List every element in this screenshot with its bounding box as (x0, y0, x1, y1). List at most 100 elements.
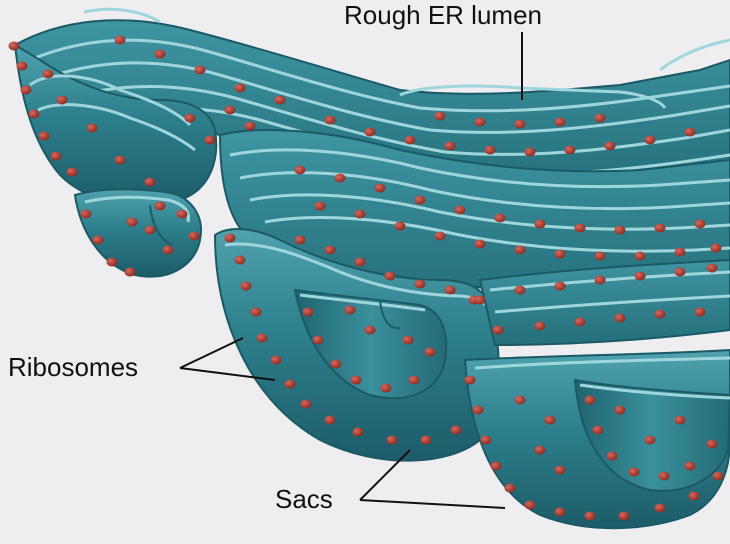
ribosome-dot (145, 226, 156, 235)
ribosome-dot (115, 36, 126, 45)
ribosome-dot (385, 272, 396, 281)
ribosome-dot (635, 272, 646, 281)
ribosome-dot (295, 166, 306, 175)
ribosome-dot (655, 310, 666, 319)
ribosome-dot (515, 120, 526, 129)
ribosome-dot (39, 132, 50, 141)
ribosome-dot (545, 416, 556, 425)
ribosome-dot (313, 336, 324, 345)
ribosome-dot (315, 202, 326, 211)
ribosome-dot (29, 110, 40, 119)
ribosome-dot (381, 384, 392, 393)
ribosome-dot (225, 106, 236, 115)
ribosome-dot (607, 452, 618, 461)
ribosome-dot (387, 436, 398, 445)
ribosome-dot (375, 184, 386, 193)
ribosome-dot (695, 308, 706, 317)
ribosome-dot (395, 222, 406, 231)
ribosome-dot (555, 118, 566, 127)
ribosome-dot (685, 128, 696, 137)
ribosome-dot (51, 152, 62, 161)
ribosome-dot (325, 116, 336, 125)
ribosome-dot (635, 252, 646, 261)
ribosome-dot (9, 42, 20, 51)
ribosome-dot (87, 124, 98, 133)
ribosome-dot (645, 436, 656, 445)
ribosome-dot (655, 224, 666, 233)
ribosome-dot (493, 326, 504, 335)
ribosome-dot (415, 196, 426, 205)
ribosome-dot (331, 360, 342, 369)
ribosome-dot (555, 466, 566, 475)
ribosome-dot (351, 376, 362, 385)
ribosome-dot (535, 446, 546, 455)
ribosome-dot (57, 96, 68, 105)
ribosome-dot (189, 232, 200, 241)
ribosome-dot (353, 428, 364, 437)
ribosome-dot (335, 174, 346, 183)
ribosome-dot (155, 50, 166, 59)
ribosome-dot (303, 308, 314, 317)
ribosome-dot (17, 62, 28, 71)
ribosome-dot (195, 66, 206, 75)
ribosome-dot (505, 484, 516, 493)
ribosome-dot (271, 356, 282, 365)
ribosome-dot (675, 268, 686, 277)
ribosome-dot (125, 268, 136, 277)
ribosome-dot (21, 86, 32, 95)
ribosome-dot (421, 436, 432, 445)
ribosome-dot (257, 334, 268, 343)
ribosome-dot (115, 156, 126, 165)
ribosome-dot (475, 296, 486, 305)
ribosome-dot (107, 258, 118, 267)
ribosome-dot (409, 376, 420, 385)
ribosome-dot (445, 286, 456, 295)
ribosome-dot (491, 462, 502, 471)
ribosome-dot (575, 224, 586, 233)
ribosome-dot (685, 462, 696, 471)
ribosome-dot (535, 322, 546, 331)
ribosome-dot (535, 220, 546, 229)
ribosome-dot (525, 501, 536, 510)
ribosome-dot (455, 206, 466, 215)
ribosome-dot (145, 178, 156, 187)
ribosome-dot (595, 114, 606, 123)
ribosome-dot (235, 256, 246, 265)
ribosome-dot (425, 348, 436, 357)
ribosome-dot (93, 236, 104, 245)
ribosome-dot (403, 336, 414, 345)
ribosome-dot (695, 220, 706, 229)
ribosome-dot (301, 400, 312, 409)
ribosome-dot (225, 234, 236, 243)
ribosome-dot (707, 440, 718, 449)
ribosome-dot (707, 264, 718, 273)
ribosome-dot (565, 146, 576, 155)
ribosome-dot (473, 406, 484, 415)
ribosome-dot (629, 468, 640, 477)
ribosome-dot (435, 232, 446, 241)
ribosome-dot (43, 70, 54, 79)
ribosome-dot (241, 282, 252, 291)
ribosome-dot (615, 226, 626, 235)
ribosome-dot (163, 246, 174, 255)
ribosome-dot (645, 136, 656, 145)
ribosome-dot (325, 246, 336, 255)
ribosome-dot (615, 406, 626, 415)
ribosome-dot (595, 276, 606, 285)
sacs-label: Sacs (275, 484, 333, 514)
ribosome-dot (345, 306, 356, 315)
ribosome-dot (451, 426, 462, 435)
ribosome-dot (575, 318, 586, 327)
sacs-leader-lower (360, 500, 505, 508)
ribosome-dot (585, 512, 596, 521)
ribosome-dot (295, 236, 306, 245)
ribosome-dot (525, 148, 536, 157)
ribosome-dot (127, 218, 138, 227)
ribosome-dot (485, 146, 496, 155)
ribosome-dot (435, 112, 446, 121)
ribosome-dot (275, 96, 286, 105)
ribosome-dot (251, 308, 262, 317)
ribosome-dot (475, 240, 486, 249)
